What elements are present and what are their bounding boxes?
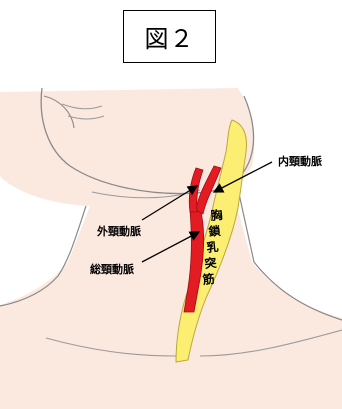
internal-carotid-label: 内頸動脈 (278, 154, 322, 168)
external-carotid-label: 外頸動脈 (96, 224, 141, 238)
sternocleidomastoid-label-char-1: 胸 (210, 207, 224, 223)
sternocleidomastoid-label-char-3: 乳 (206, 239, 220, 255)
sternocleidomastoid-label-char-5: 筋 (201, 271, 216, 287)
common-carotid-label: 総頸動脈 (90, 262, 134, 276)
sternocleidomastoid-label-char-4: 突 (204, 255, 218, 271)
skin-silhouette (0, 88, 342, 409)
